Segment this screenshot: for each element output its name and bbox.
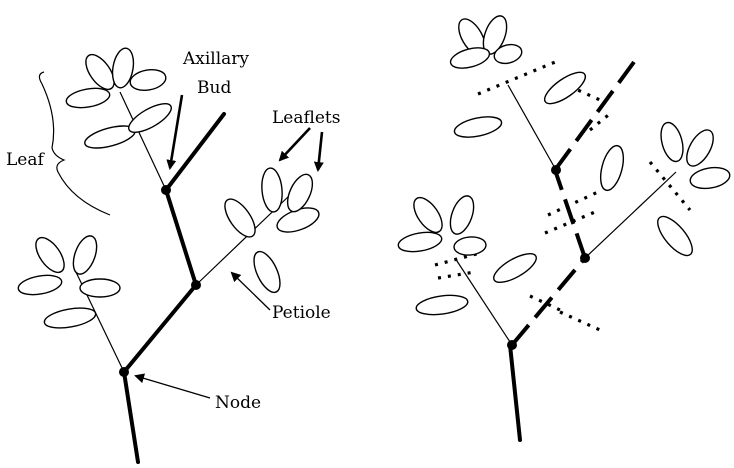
leaf-top [65,47,176,190]
leaf-right [196,167,322,296]
leaflets-arrow-2 [318,132,322,170]
separated-stem-diagram [397,13,732,440]
leaflets-arrow-1 [280,128,310,160]
stem [124,114,224,462]
leaf-lower [17,233,124,372]
label-axillary: Axillary [182,49,249,69]
axillary-bud-arrow [170,95,182,168]
label-leaf: Leaf [6,150,45,170]
label-petiole: Petiole [272,303,331,323]
label-leaflets: Leaflets [272,108,340,128]
stem-segment-2 [555,170,585,258]
label-node: Node [215,393,261,413]
sep-petiole-right [585,172,676,258]
intact-stem-diagram: Axillary Bud Leaflets Leaf Petiole Node [6,47,340,462]
node-arrow [136,376,210,398]
label-bud: Bud [197,78,231,98]
stem-base [510,345,520,440]
